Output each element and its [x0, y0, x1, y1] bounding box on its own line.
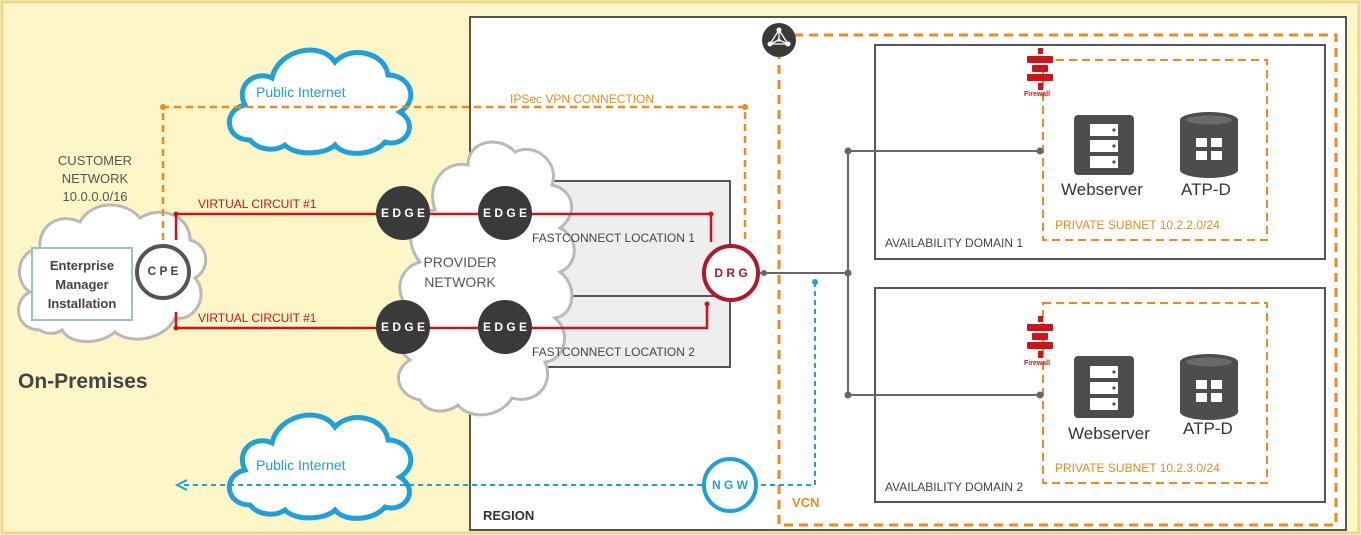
- vc1-end-dot: [708, 211, 714, 217]
- virtual-circuit-1-line: [174, 212, 713, 242]
- ipsec-dot-right: [742, 104, 748, 110]
- provider-line-2: NETWORK: [424, 274, 496, 290]
- egress-arrow-icon: [174, 479, 188, 491]
- vcn-box: [777, 33, 1338, 527]
- firewall-icon-2: [1027, 316, 1053, 358]
- public-internet-cloud-top-icon: [226, 47, 414, 156]
- route-dot-4: [1036, 147, 1044, 155]
- customer-network-label: CUSTOMER NETWORK 10.0.0.0/16: [40, 152, 150, 206]
- ipsec-vpn-label: IPSec VPN CONNECTION: [510, 92, 655, 106]
- route-dot-5: [1036, 391, 1044, 399]
- customer-network-line-2: NETWORK: [61, 171, 129, 186]
- edge-node-1: [376, 186, 430, 240]
- webserver-label-1: Webserver: [1061, 180, 1143, 199]
- customer-network-line-1: CUSTOMER: [57, 153, 133, 168]
- virtual-circuit-1-label: VIRTUAL CIRCUIT #1: [198, 197, 317, 211]
- ad2-label: AVAILABILITY DOMAIN 2: [885, 480, 1024, 494]
- vc2-end-dot: [704, 301, 710, 307]
- region-label: REGION: [483, 508, 535, 523]
- ngw-route-line: [758, 282, 816, 486]
- database-icon-2: [1180, 354, 1238, 420]
- database-icon-1: [1180, 112, 1238, 178]
- webserver-label-2: Webserver: [1068, 424, 1150, 443]
- virtual-circuit-2-label: VIRTUAL CIRCUIT #1: [198, 311, 317, 325]
- em-installation-label: Enterprise Manager Installation: [32, 256, 132, 313]
- db-label-2: ATP-D: [1183, 419, 1233, 438]
- edge-node-3: [376, 300, 430, 354]
- em-line-2: Manager: [55, 277, 109, 292]
- provider-line-1: PROVIDER: [423, 254, 497, 270]
- public-internet-cloud-bottom-icon: [226, 412, 414, 521]
- subnet1-label: PRIVATE SUBNET 10.2.2.0/24: [1055, 218, 1220, 232]
- edge-label-4: E D G E: [482, 320, 527, 334]
- ipsec-dot-left: [160, 104, 166, 110]
- vcn-icon: [762, 23, 796, 57]
- em-line-1: Enterprise: [49, 258, 115, 273]
- firewall-label-2: Firewall: [1024, 360, 1051, 367]
- on-premises-title: On-Premises: [18, 370, 148, 393]
- public-internet-label-bottom: Public Internet: [256, 457, 346, 473]
- server-icon-2: [1074, 356, 1134, 418]
- customer-network-line-3: 10.0.0.0/16: [62, 189, 128, 204]
- fastconnect-location-1-label: FASTCONNECT LOCATION 1: [532, 231, 695, 245]
- virtual-circuit-2-line: [174, 304, 709, 330]
- route-dot-1: [844, 147, 852, 155]
- ngw-dot: [812, 279, 818, 285]
- vc1-dot: [173, 211, 179, 217]
- route-dot-drg: [761, 270, 767, 276]
- edge-node-2: [478, 186, 532, 240]
- edge-node-4: [478, 300, 532, 354]
- ad1-label: AVAILABILITY DOMAIN 1: [885, 236, 1024, 250]
- cpe-label: C P E: [147, 264, 179, 278]
- cpe-node: [135, 244, 191, 300]
- route-dot-2: [844, 269, 852, 277]
- vc2-dot: [173, 325, 179, 331]
- ngw-label: N G W: [712, 478, 748, 492]
- subnet2-label: PRIVATE SUBNET 10.2.3.0/24: [1055, 461, 1220, 475]
- edge-label-1: E D G E: [380, 206, 425, 220]
- firewall-label-1: Firewall: [1024, 91, 1051, 98]
- edge-label-2: E D G E: [482, 206, 527, 220]
- fastconnect-location-2-label: FASTCONNECT LOCATION 2: [532, 345, 695, 359]
- ngw-node: [702, 457, 758, 513]
- subnet2-box: [1042, 302, 1268, 484]
- provider-network-label: PROVIDER NETWORK: [410, 252, 510, 292]
- vcn-label: VCN: [792, 495, 820, 510]
- em-line-3: Installation: [47, 296, 117, 311]
- ipsec-vpn-line: [161, 105, 747, 240]
- edge-label-3: E D G E: [380, 320, 425, 334]
- db-label-1: ATP-D: [1181, 180, 1231, 199]
- public-internet-label-top: Public Internet: [256, 84, 346, 100]
- firewall-icon-1: [1027, 48, 1053, 90]
- route-dot-3: [844, 391, 852, 399]
- drg-node: [702, 244, 760, 302]
- drg-label: D R G: [714, 266, 748, 280]
- server-icon-1: [1074, 115, 1134, 175]
- em-installation-box: [31, 247, 133, 321]
